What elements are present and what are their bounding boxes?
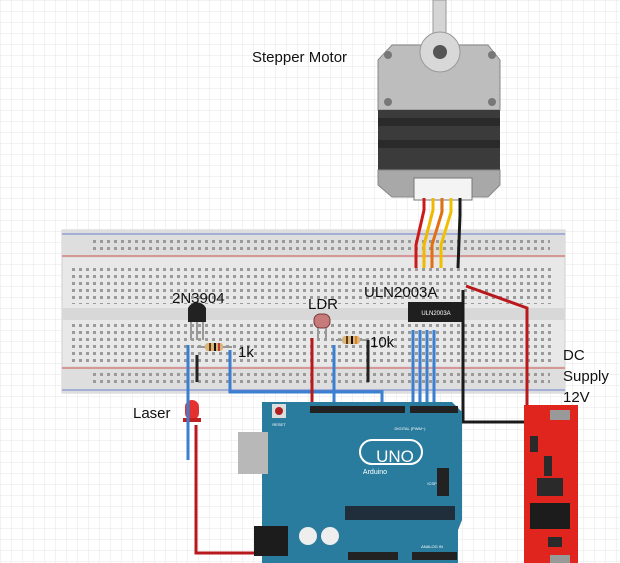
wire-supply-ground [461,290,527,424]
label-dc-2: Supply [563,368,609,385]
label-dc-3: 12V [563,389,590,406]
arduino-logo: UNO [376,447,414,466]
arduino-logo-outline [359,439,423,465]
wires-uln-to-arduino [411,330,436,412]
uln2003a-chip: ULN2003A [408,302,464,322]
label-ldr: LDR [308,296,338,313]
label-laser: Laser [133,405,171,422]
resistor-10k [336,336,368,344]
stepper-motor [377,0,501,201]
wire-base-signal [228,350,384,410]
label-driver: ULN2003A [364,284,437,301]
motor-wires [414,198,462,269]
icsp-label: ICSP [427,481,437,486]
arduino-brand: Arduino [363,469,387,476]
analog-label: ANALOG IN [421,544,443,549]
wire-supply-positive [465,284,529,412]
arduino-uno: UNO Arduino RESET DIGITAL (PWM~) ANALOG … [238,402,462,563]
label-resistor-10k: 10k [370,334,395,351]
reset-label: RESET [272,422,286,427]
resistor-1k [197,343,232,351]
label-stepper-motor: Stepper Motor [252,49,347,66]
digital-label: DIGITAL (PWM~) [395,426,427,431]
label-transistor: 2N3904 [172,290,225,307]
label-dc-1: DC [563,347,585,364]
label-resistor-1k: 1k [238,344,254,361]
chip-marking: ULN2003A [421,311,450,317]
transistor-2n3904 [188,302,206,340]
dc-supply-board [524,405,578,563]
ldr [313,313,331,340]
